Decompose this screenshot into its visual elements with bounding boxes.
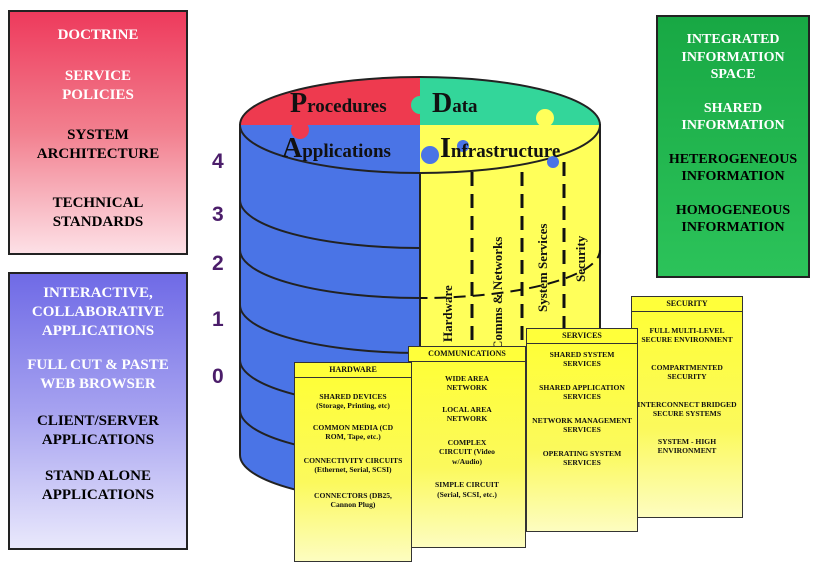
ring-level-1 (240, 304, 420, 354)
card-entry: COMPARTMENTED SECURITY (651, 362, 723, 382)
card-title: COMMUNICATIONS (408, 346, 526, 362)
ring-level-3 (240, 199, 420, 249)
puzzle-knob (291, 121, 309, 139)
puzzle-knob (457, 140, 469, 152)
hardware-card: HARDWARE SHARED DEVICES (Storage, Printi… (294, 362, 412, 562)
service-policies-item: SERVICE POLICIES (62, 67, 134, 103)
column-label-hardware: Hardware (440, 285, 455, 342)
procedures-label-rest: rocedures (307, 96, 387, 117)
column-label-comms: Comms & Networks (490, 236, 505, 350)
data-label: Data (432, 88, 478, 120)
card-entry: CONNECTORS (DB25, Cannon Plug) (314, 490, 392, 510)
shared-info-item: SHARED INFORMATION (681, 100, 785, 134)
ring-bottom (240, 409, 420, 459)
procedures-label-cap: P (290, 88, 308, 119)
card-entry: WIDE AREA NETWORK (444, 374, 490, 393)
level-number: 2 (212, 252, 224, 275)
card-entry: COMMON MEDIA (CD ROM, Tape, etc.) (312, 422, 394, 442)
infrastructure-label: Infrastructure (440, 133, 560, 165)
system-architecture-item: SYSTEM ARCHITECTURE (36, 127, 160, 162)
procedures-label: Procedures (290, 88, 387, 120)
card-entry: NETWORK MANAGEMENT SERVICES (532, 415, 632, 435)
card-entry: SIMPLE CIRCUIT (Serial, SCSI, etc.) (435, 480, 499, 499)
puzzle-knob (547, 156, 559, 168)
card-entry: OPERATING SYSTEM SERVICES (542, 448, 622, 468)
homogeneous-info-item: HOMOGENEOUS INFORMATION (675, 202, 791, 236)
web-browser-item: FULL CUT & PASTE WEB BROWSER (27, 357, 169, 392)
card-entry: SYSTEM - HIGH ENVIRONMENT (657, 436, 717, 456)
doctrine-box: DOCTRINE SERVICE POLICIES SYSTEM ARCHITE… (8, 10, 188, 255)
data-label-rest: ata (452, 96, 478, 117)
ring-level-0 (240, 359, 420, 409)
security-card: SECURITY FULL MULTI-LEVEL SECURE ENVIRON… (631, 296, 743, 518)
level-number: 4 (212, 150, 224, 173)
puzzle-knob (411, 96, 429, 114)
card-entry: CONNECTIVITY CIRCUITS (Ethernet, Serial,… (303, 455, 403, 475)
puzzle-knob (421, 146, 439, 164)
card-entry: SHARED DEVICES (Storage, Printing, etc) (316, 392, 390, 411)
card-title: HARDWARE (294, 362, 412, 378)
card-title: SECURITY (631, 296, 743, 312)
applications-label: Applications (282, 133, 391, 165)
services-card: SERVICES SHARED SYSTEM SERVICES SHARED A… (526, 328, 638, 532)
level-number: 3 (212, 203, 224, 226)
puzzle-knob (536, 109, 554, 127)
cylinder-top (239, 76, 601, 174)
card-entry: FULL MULTI-LEVEL SECURE ENVIRONMENT (641, 326, 733, 345)
information-box: INTEGRATED INFORMATION SPACE SHARED INFO… (656, 15, 810, 278)
applications-label-rest: pplications (302, 141, 391, 162)
data-quadrant (420, 77, 600, 125)
card-title: SERVICES (526, 328, 638, 344)
card-entry: LOCAL AREA NETWORK (442, 404, 492, 424)
column-label-system-services: System Services (535, 223, 550, 312)
applications-quadrant (240, 125, 420, 173)
stand-alone-item: STAND ALONE APPLICATIONS (41, 468, 155, 503)
column-label-security: Security (573, 235, 588, 282)
communications-card: COMMUNICATIONS WIDE AREA NETWORK LOCAL A… (408, 346, 526, 548)
data-label-cap: D (432, 88, 453, 119)
infrastructure-quadrant (420, 125, 600, 173)
level-number: 0 (212, 365, 224, 388)
heterogeneous-info-item: HETEROGENEOUS INFORMATION (668, 151, 798, 185)
card-entry: COMPLEX CIRCUIT (Video w/Audio) (439, 437, 495, 466)
doctrine-item: DOCTRINE (57, 27, 139, 43)
infrastructure-label-rest: nfrastructure (450, 141, 561, 162)
technical-standards-item: TECHNICAL STANDARDS (52, 194, 144, 230)
client-server-item: CLIENT/SERVER APPLICATIONS (36, 412, 159, 448)
applications-label-cap: A (282, 133, 303, 164)
integrated-info-item: INTEGRATED INFORMATION SPACE (681, 32, 785, 82)
interactive-apps-item: INTERACTIVE, COLLABORATIVE APPLICATIONS (31, 285, 165, 339)
level-number: 1 (212, 308, 224, 331)
infrastructure-label-cap: I (440, 133, 451, 164)
applications-box: INTERACTIVE, COLLABORATIVE APPLICATIONS … (8, 272, 188, 550)
card-entry: INTERCONNECT BRIDGED SECURE SYSTEMS (637, 399, 737, 419)
procedures-quadrant (240, 77, 420, 125)
card-entry: SHARED APPLICATION SERVICES (539, 382, 625, 402)
ring-level-2 (240, 249, 420, 299)
card-entry: SHARED SYSTEM SERVICES (549, 350, 615, 369)
